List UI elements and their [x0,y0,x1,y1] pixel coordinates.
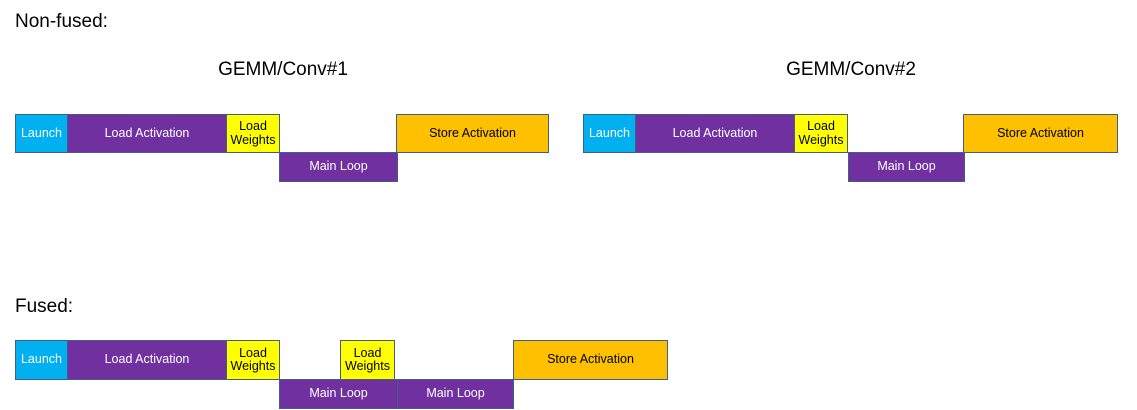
timeline-bar-load-activation-2: Load Activation [635,114,795,153]
section-label-non-fused: Non-fused: [15,11,108,32]
timeline-bar-label: Store Activation [997,125,1084,140]
timeline-bar-store-activation-fused: Store Activation [513,340,668,380]
timeline-bar-label: Main Loop [426,386,485,401]
timeline-bar-launch-2: Launch [583,114,636,153]
timeline-bar-label: Load Activation [104,125,190,140]
timeline-bar-label: Main Loop [309,386,368,401]
kernel-title-kernel-2: GEMM/Conv#2 [786,59,916,80]
timeline-bar-label: Load Activation [104,352,190,367]
timeline-bar-label: Main Loop [309,159,368,174]
timeline-bar-label: Main Loop [877,159,936,174]
timeline-bar-label: Launch [588,125,630,140]
timeline-bar-main-loop-1: Main Loop [279,152,398,182]
timeline-bar-label: Launch [20,125,62,140]
timeline-bar-launch-1: Launch [15,114,68,153]
timeline-bar-launch-fused: Launch [15,340,68,380]
kernel-title-kernel-1: GEMM/Conv#1 [218,59,348,80]
timeline-bar-label: Load Activation [672,125,758,140]
timeline-bar-label: Launch [20,352,62,367]
timeline-bar-store-activation-1: Store Activation [396,114,549,153]
timeline-bar-main-loop-fused-2: Main Loop [397,379,514,409]
timeline-bar-main-loop-2: Main Loop [848,152,965,182]
timeline-bar-load-activation-fused: Load Activation [67,340,227,380]
timeline-bar-main-loop-fused-1: Main Loop [279,379,398,409]
timeline-bar-label: Store Activation [429,125,516,140]
timeline-bar-label: Store Activation [547,352,634,367]
timeline-bar-load-activation-1: Load Activation [67,114,227,153]
timeline-bar-store-activation-2: Store Activation [963,114,1118,153]
section-label-fused: Fused: [15,296,74,317]
